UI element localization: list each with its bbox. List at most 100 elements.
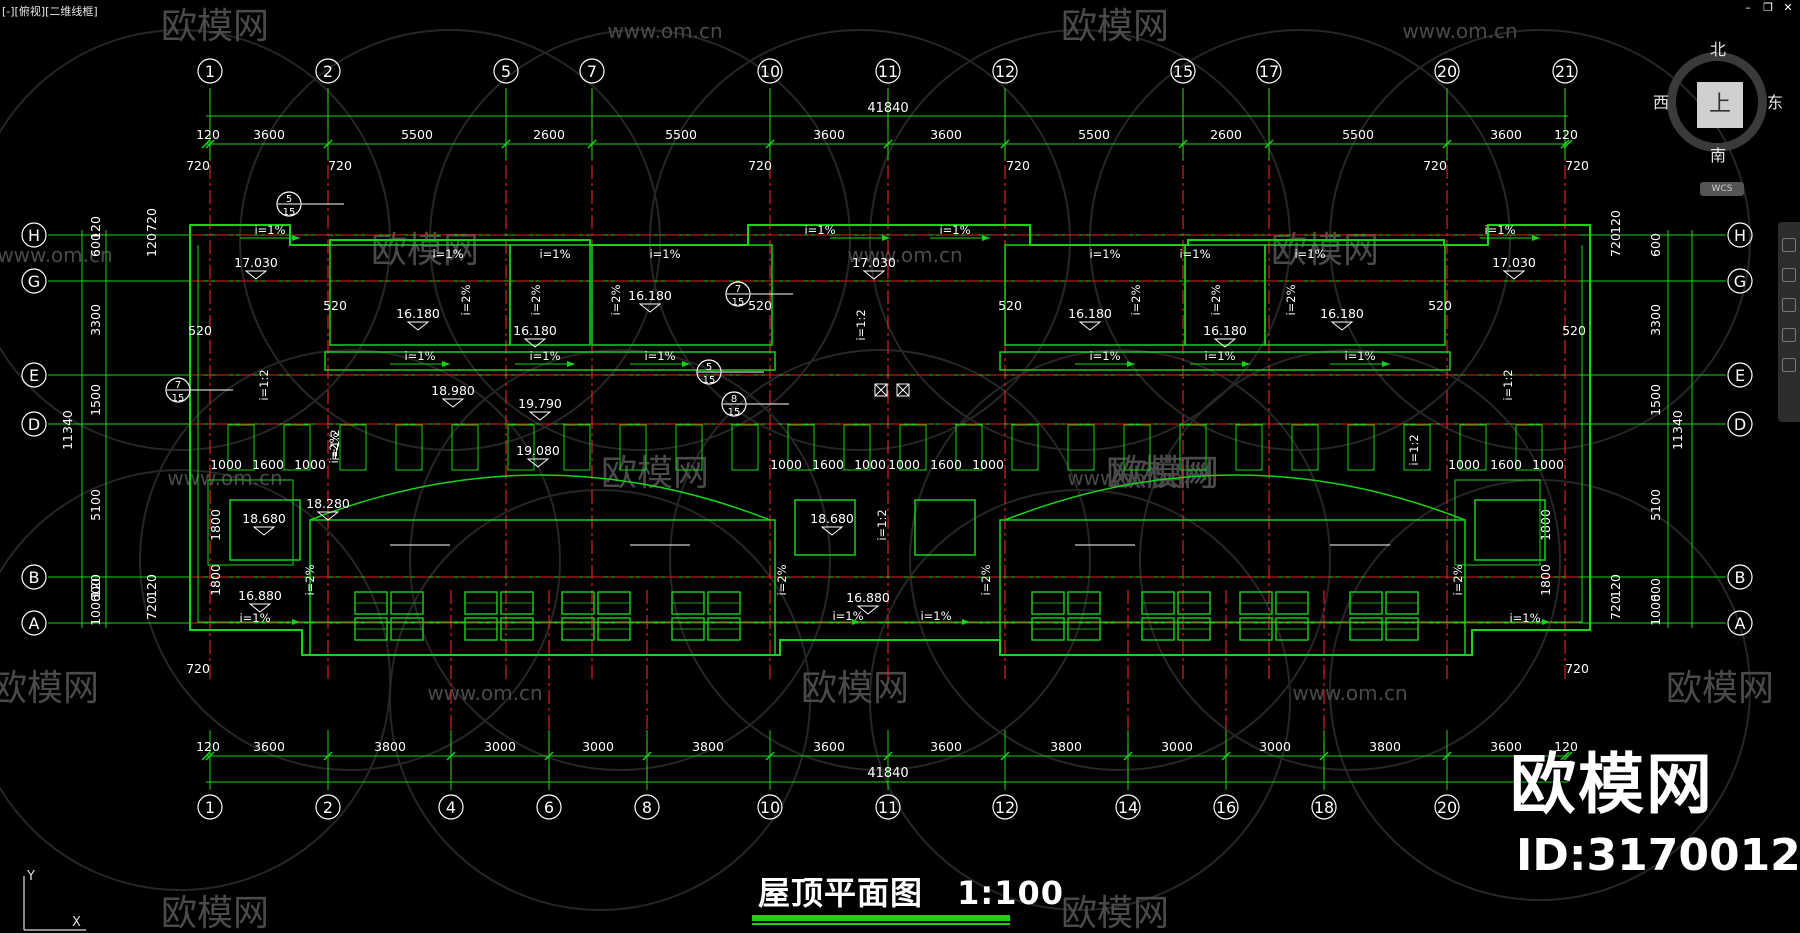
axis-label-row-left: E <box>29 366 39 385</box>
wcs-menu[interactable]: WCS <box>1700 182 1744 196</box>
dim-text-bottom: 3600 <box>930 739 962 754</box>
viewcube-top-face[interactable]: 上 <box>1697 82 1743 128</box>
axis-label-row-left: H <box>28 226 40 245</box>
dim-tick <box>1563 751 1573 761</box>
detail-callout-bottom: 15 <box>728 407 741 418</box>
curved-roof <box>309 474 771 521</box>
elevation-label: 17.030 <box>234 255 278 270</box>
axis-bubble <box>1727 411 1753 437</box>
slope-label: i=1% <box>239 611 270 625</box>
close-icon[interactable]: ✕ <box>1783 1 1793 14</box>
parapet-post <box>843 424 871 471</box>
slope-arrowhead <box>982 235 990 241</box>
slope-arrowhead <box>852 619 860 625</box>
axis-bubble <box>1727 268 1753 294</box>
viewcube-compass-ring[interactable] <box>1667 52 1767 152</box>
watermark-circle <box>389 489 811 911</box>
dim-text-720-side: 120 <box>144 233 159 257</box>
dim-text-bay: 1000 <box>294 457 326 472</box>
elevation-label: 16.180 <box>628 288 672 303</box>
axis-bubble <box>21 222 47 248</box>
detail-callout-bottom: 15 <box>703 375 716 386</box>
dim-tick <box>1563 139 1573 149</box>
slope-label-vertical: i=2% <box>775 564 789 595</box>
dim-text-side-left: 600 <box>88 578 103 602</box>
dim-text-bottom: 3000 <box>484 739 516 754</box>
dim-text-side-right: 600 <box>1648 578 1663 602</box>
watermark-circle <box>669 349 1091 771</box>
elevation-label: 16.880 <box>846 590 890 605</box>
axis-bubble <box>1727 222 1753 248</box>
orbit-icon[interactable] <box>1782 328 1796 342</box>
dim-text-720-side: 720 <box>1608 596 1623 620</box>
slope-arrowhead <box>1532 235 1540 241</box>
axis-bubble <box>1256 58 1282 84</box>
slope-label-ratio: i=1:2 <box>257 369 271 400</box>
compass-east[interactable]: 东 <box>1767 93 1784 112</box>
axis-label-row-right: G <box>1734 272 1746 291</box>
axis-bubble <box>875 794 901 820</box>
elevation-label: 16.180 <box>513 323 557 338</box>
viewcube[interactable]: 上 北 南 东 西 WCS <box>1653 40 1795 200</box>
parapet-post <box>395 424 423 471</box>
slope-label-ratio: i=1:2 <box>854 309 868 340</box>
curved-roof <box>1004 474 1466 521</box>
axis-label-row-left: A <box>29 614 40 633</box>
full-navigation-wheel-icon[interactable] <box>1782 238 1796 252</box>
elevation-marker <box>316 511 340 521</box>
axis-bubble <box>1727 564 1753 590</box>
dim-tick <box>765 139 775 149</box>
dim-text-side-left: 1500 <box>88 384 103 416</box>
dim-text-side-left: 5100 <box>88 489 103 521</box>
dim-text-720: 720 <box>1006 158 1030 173</box>
dim-text-bottom: 3000 <box>582 739 614 754</box>
slope-label: i=1% <box>939 223 970 237</box>
showmotion-icon[interactable] <box>1782 358 1796 372</box>
axis-bubble <box>315 58 341 84</box>
dim-overall-top: 41840 <box>867 101 908 116</box>
minimize-icon[interactable]: – <box>1745 1 1751 14</box>
axis-label-bottom: 2 <box>323 798 333 817</box>
title-underline-thin <box>752 923 1010 925</box>
dim-text-bay: 1000 <box>1532 457 1564 472</box>
slope-label-vertical: i=2% <box>529 284 543 315</box>
axis-label-top: 11 <box>878 62 898 81</box>
dim-text-side-right: 1500 <box>1648 384 1663 416</box>
axis-label-bottom: 8 <box>642 798 652 817</box>
elevation-marker <box>523 338 547 348</box>
parapet-post <box>955 424 983 471</box>
slope-label: i=1% <box>1344 349 1375 363</box>
dim-tick <box>1560 751 1570 761</box>
slope-label-vertical: i=2% <box>979 564 993 595</box>
compass-west[interactable]: 西 <box>1653 93 1670 112</box>
parapet-post <box>1403 424 1431 471</box>
elevation-label: 18.680 <box>242 511 286 526</box>
axis-label-top: 10 <box>760 62 780 81</box>
viewport-label[interactable]: [-][俯视][二维线框] <box>2 5 98 18</box>
axis-label-bottom: 20 <box>1437 798 1457 817</box>
compass-north[interactable]: 北 <box>1710 40 1727 59</box>
axis-label-row-right: H <box>1734 226 1746 245</box>
dim-text-top: 2600 <box>1210 127 1242 142</box>
axis-label-bottom: 10 <box>760 798 780 817</box>
roof-well <box>509 244 591 346</box>
dim-text-bottom: 3600 <box>813 739 845 754</box>
zoom-extents-icon[interactable] <box>1782 298 1796 312</box>
dim-tick <box>1123 751 1133 761</box>
pan-icon[interactable] <box>1782 268 1796 282</box>
dim-text-520: 520 <box>1428 298 1452 313</box>
dim-text-bay: 1600 <box>252 457 284 472</box>
dim-tick <box>642 751 652 761</box>
dim-text-520: 520 <box>748 298 772 313</box>
dim-text-bottom: 120 <box>196 739 220 754</box>
parapet-post <box>1347 424 1375 471</box>
dim-text-top: 5500 <box>665 127 697 142</box>
elevation-label: 16.880 <box>238 588 282 603</box>
axis-label-bottom: 4 <box>446 798 456 817</box>
restore-icon[interactable]: ❐ <box>1763 1 1773 14</box>
dim-text-side-left: 120 <box>88 574 103 598</box>
slope-label-vertical: i=2% <box>459 284 473 315</box>
compass-south[interactable]: 南 <box>1710 146 1727 165</box>
elevation-marker <box>820 526 844 536</box>
